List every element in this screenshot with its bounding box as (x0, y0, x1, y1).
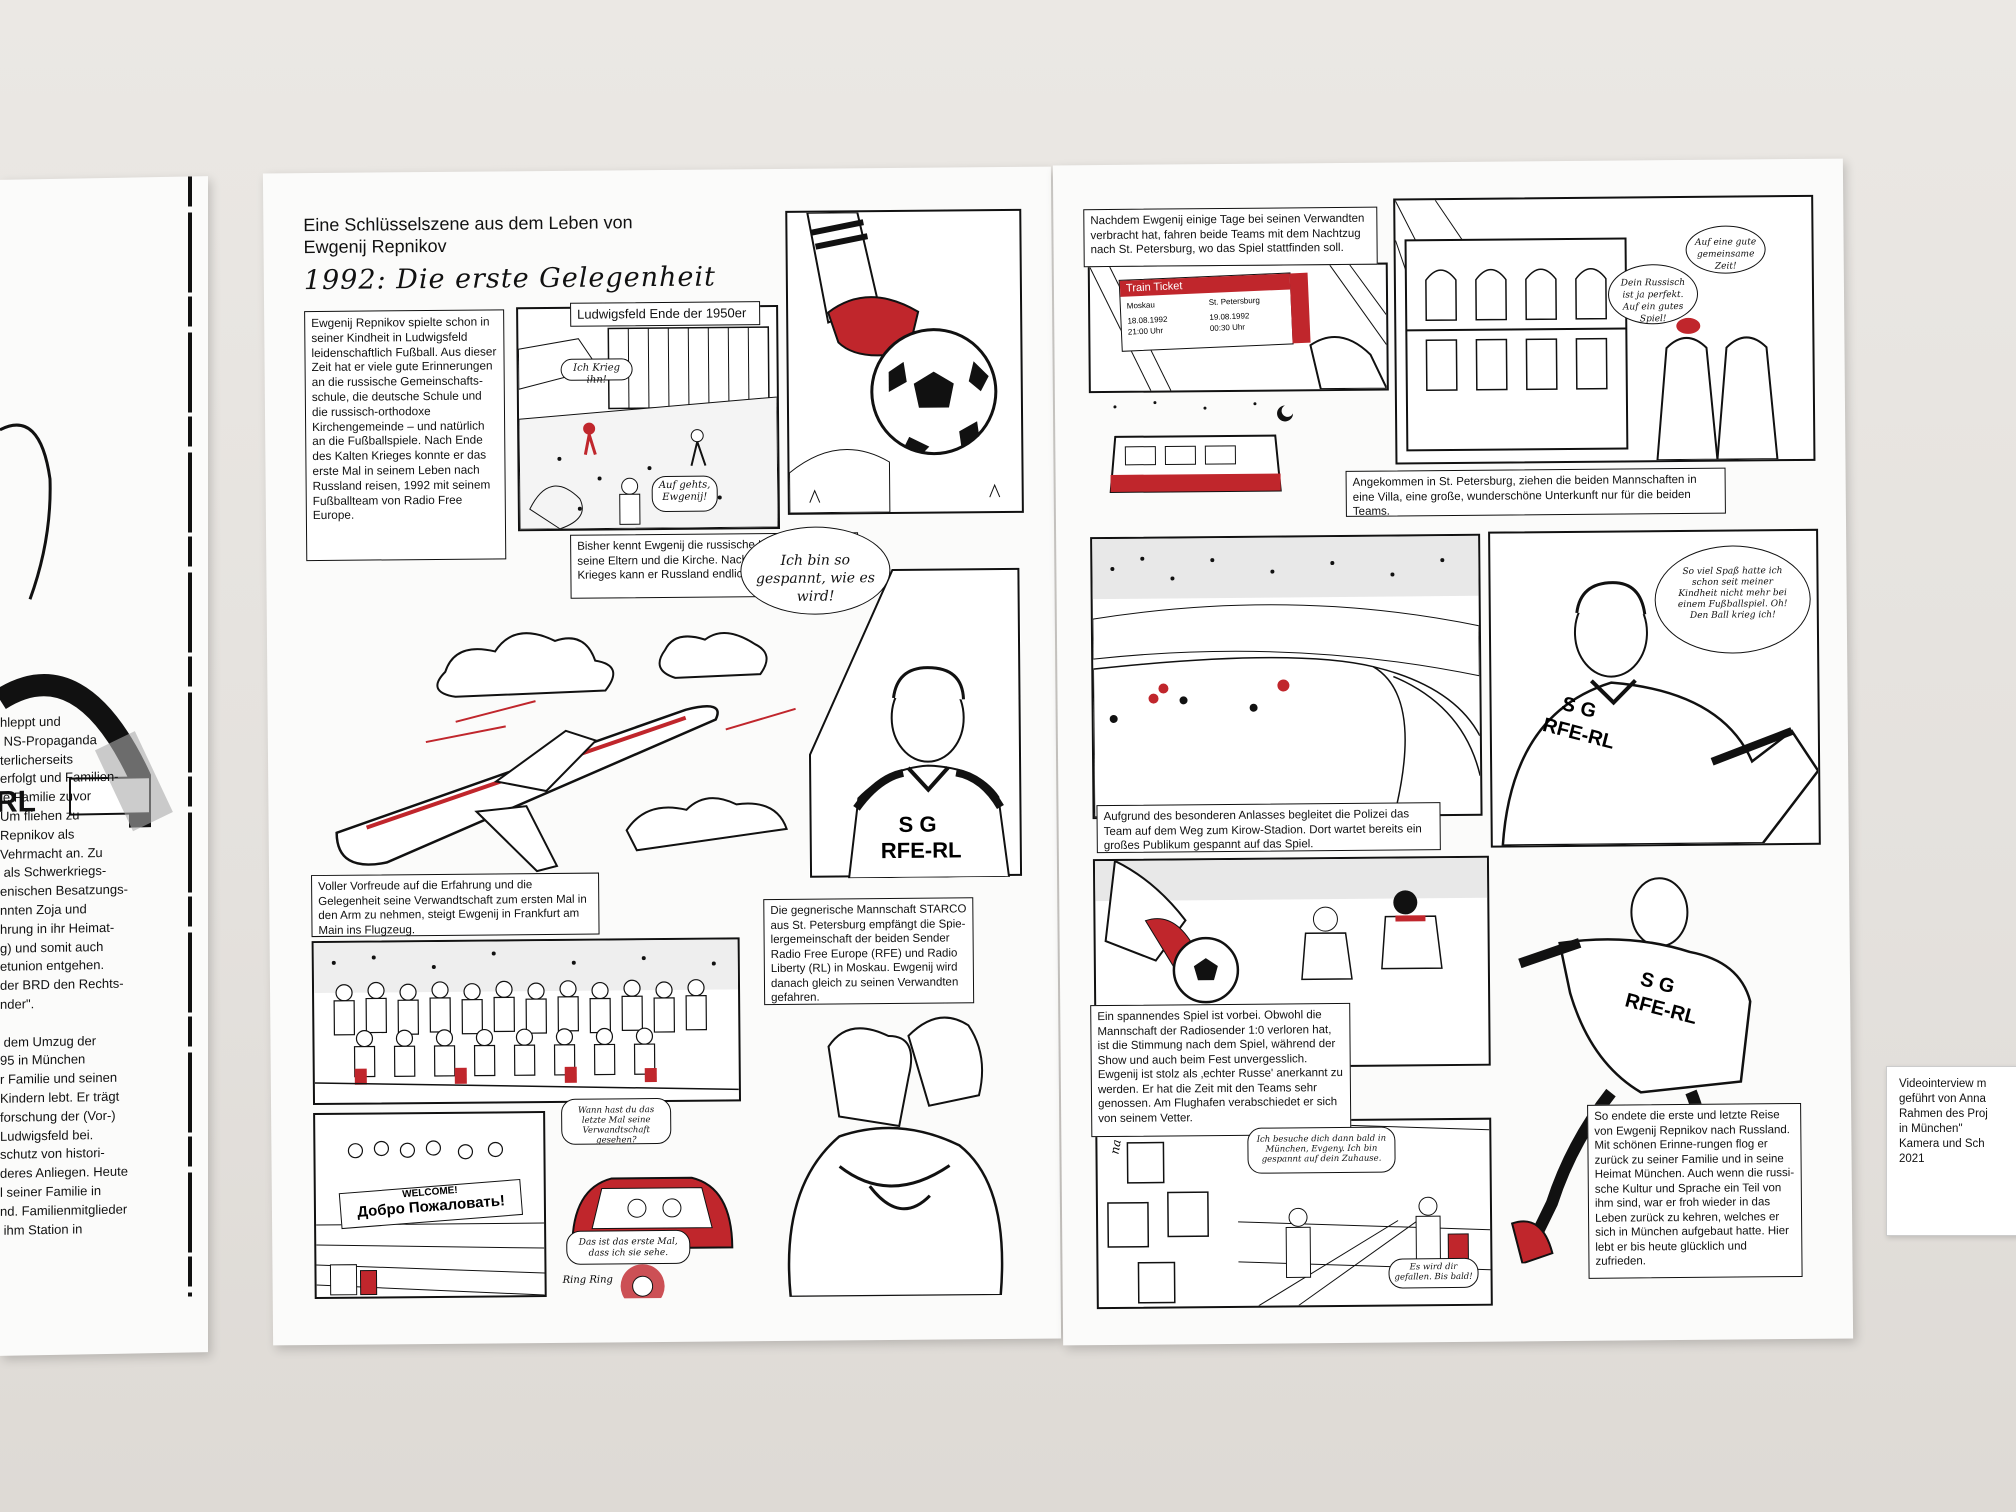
caption-intro: Ewgenij Repnikov spielte schon in seiner… (304, 309, 507, 562)
match-illustration (1094, 857, 1488, 1004)
team-photo-illustration (313, 939, 739, 1091)
villa-illustration (1395, 199, 1779, 462)
panel-welcome: WELCOME! Добро Пожаловать! (313, 1111, 547, 1300)
bubble-wannhast: Wann hast du das letzte Mal seine Verwan… (560, 1097, 672, 1146)
caption-match: Ein spannendes Spiel ist vorbei. Obwohl … (1090, 1002, 1352, 1138)
stadium-illustration (1092, 535, 1481, 818)
panel-team-photo (311, 937, 742, 1106)
kick-illustration (789, 211, 1001, 513)
celebration-illustration (1501, 581, 1819, 846)
train-ticket: Train Ticket Moskau 18.08.1992 21:00 Uhr… (1118, 272, 1311, 352)
panel-match (1092, 855, 1491, 1070)
panel-celebration: S G RFE-RL So viel Spaß hatte ich schon … (1488, 528, 1821, 848)
caption-flight: Voller Vorfreude auf die Erfahrung und d… (311, 872, 600, 938)
ticket-time1: 21:00 Uhr (1127, 326, 1164, 337)
panel-hug (758, 1005, 1027, 1298)
caption-police: Aufgrund des besonderen Anlasses begleit… (1096, 802, 1441, 854)
ticket-from: Moskau (1126, 300, 1155, 311)
bubble-besuche: Ich besuche dich dann bald in München, E… (1247, 1126, 1396, 1174)
page-title: Eine Schlüsselszene aus dem Leben von (303, 212, 633, 236)
panel-airport: na zdorov'e Ich besuche dich dann bald i… (1095, 1117, 1493, 1310)
ticket-time2: 00:30 Uhr (1209, 322, 1246, 333)
shirt-sg-label: S G (898, 811, 937, 837)
page-subtitle: Ewgenij Repnikov (303, 235, 447, 258)
night-train-illustration (1109, 401, 1294, 493)
caption-train: Nachdem Ewgenij einige Tage bei seinen V… (1083, 206, 1378, 268)
ticket-to: St. Petersburg (1208, 295, 1261, 308)
shirt-rferl-label: RFE-RL (880, 837, 962, 864)
panel-ticket: Train Ticket Moskau 18.08.1992 21:00 Uhr… (1087, 262, 1389, 394)
panel-ludwigsfeld: Ich Krieg ihn! Auf gehts, Ewgenij! (516, 304, 781, 532)
bubble-krieg: Ich Krieg ihn! (560, 358, 633, 386)
ring-text: Ring Ring (562, 1274, 613, 1286)
panel-night-train (1095, 395, 1296, 497)
bubble-aufgehts: Auf gehts, Ewgenij! (651, 475, 718, 513)
panel-flight (305, 589, 808, 883)
panel-car: Wann hast du das letzte Mal seine Verwan… (560, 1097, 743, 1299)
bubble-erstemal: Das ist das erste Mal, dass ich sie sehe… (566, 1229, 691, 1265)
bubble-gefallen: Es wird dir gefallen. Bis bald! (1388, 1257, 1479, 1289)
airport-illustration (1107, 1121, 1491, 1307)
panel-portrait: S G RFE-RL (806, 567, 1023, 879)
caption-ludwigsfeld: Ludwigsfeld Ende der 1950er (570, 301, 761, 327)
panel-kick (785, 208, 1024, 515)
panel-stadium (1090, 533, 1483, 820)
left-poster-text: hleppt und NS-Propaganda terlicherseits … (0, 713, 128, 1238)
chapter-title: 1992: Die erste Gelegenheit (303, 261, 717, 297)
left-poster-illustration (0, 176, 192, 1297)
left-poster: RL hleppt und NS-Propaganda terlichersei… (0, 176, 208, 1356)
welcome-illustration (316, 1140, 545, 1296)
comic-page-right: Nachdem Ewgenij einige Tage bei seinen V… (1052, 158, 1854, 1346)
caption-starco: Die gegnerische Mannschaft STARCO aus St… (763, 897, 975, 1006)
hug-illustration (787, 1016, 1004, 1298)
panel-villa: Auf eine gute gemeinsame Zeit! Dein Russ… (1393, 194, 1816, 465)
bubble-gespannt: Ich bin so gespannt, wie es wird! (740, 526, 891, 616)
flight-illustration (335, 632, 796, 873)
portrait-illustration (806, 567, 1023, 879)
caption-ending: So endete die erste und letzte Reise von… (1587, 1102, 1803, 1279)
ludwigsfeld-illustration (518, 326, 779, 530)
video-interview-label: Videointerview m geführt von Anna Rahmen… (1886, 1066, 2016, 1236)
caption-villa: Angekommen in St. Petersburg, ziehen die… (1345, 467, 1726, 518)
comic-page-left: Eine Schlüsselszene aus dem Leben von Ew… (262, 166, 1062, 1346)
